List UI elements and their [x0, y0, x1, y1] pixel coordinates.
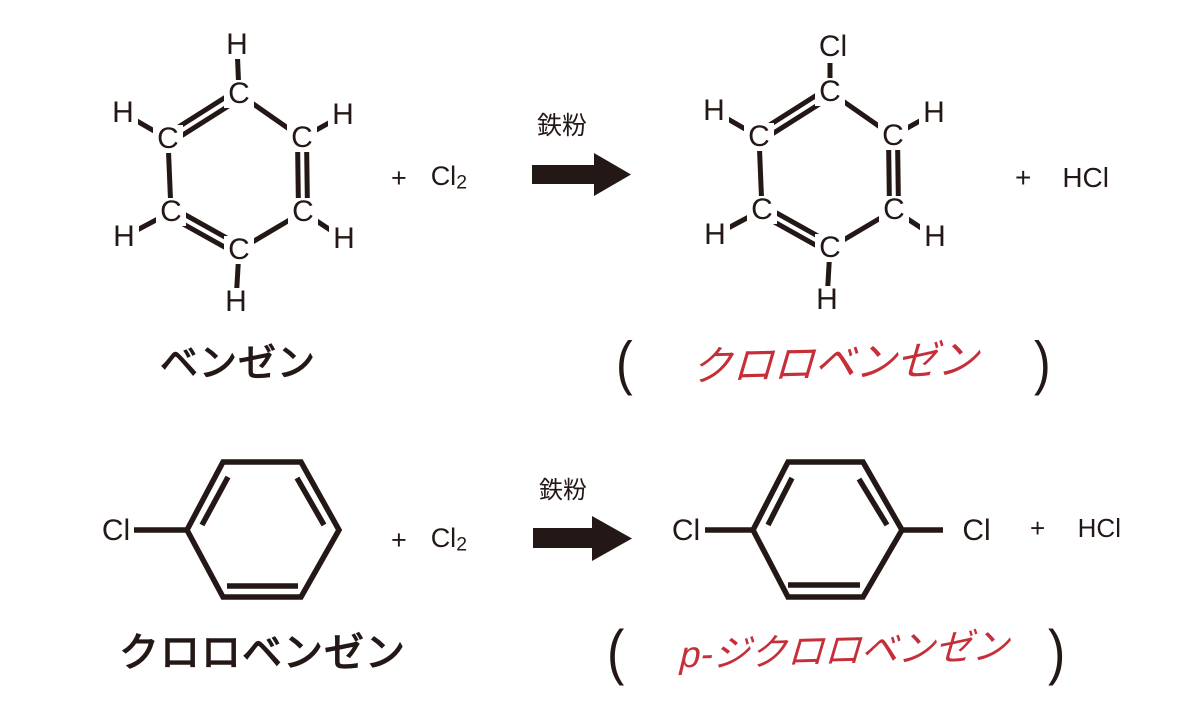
- carbon-label: C: [744, 122, 774, 152]
- hydrogen-label: H: [812, 285, 842, 315]
- plus-hcl-box: + HCl: [1020, 512, 1133, 544]
- reactant-name-benzene: ベンゼン: [159, 343, 316, 385]
- close-paren: ): [1034, 329, 1051, 397]
- carbon-label: C: [815, 77, 845, 107]
- carbon-label: C: [288, 197, 318, 227]
- plus-sign: +: [391, 162, 407, 193]
- p-dichlorobenzene-skeletal-ring: [705, 459, 943, 600]
- hydrogen-label: H: [222, 30, 252, 60]
- plus-hcl-box: + HCl: [1005, 160, 1121, 196]
- plus-cl2-box: + Cl2: [383, 161, 477, 195]
- hydrogen-label: H: [109, 222, 139, 252]
- carbon-label: C: [224, 235, 254, 265]
- plus-cl2-box: + Cl2: [383, 521, 477, 559]
- cl2-subscript: 2: [456, 533, 467, 556]
- chlorine-label: Cl: [958, 513, 995, 548]
- hydrogen-label: H: [221, 287, 251, 317]
- open-paren: (: [616, 329, 633, 397]
- plus-sign: +: [1030, 512, 1046, 543]
- reaction-arrow-top: [532, 153, 631, 196]
- cl2-subscript: 2: [456, 171, 467, 194]
- carbon-label: C: [815, 233, 845, 263]
- cl2-base: Cl: [430, 523, 457, 554]
- hydrogen-label: H: [919, 98, 949, 128]
- hydrogen-label: H: [920, 222, 950, 252]
- product-name-handwritten-chlorobenzene: クロロベンゼン: [690, 336, 980, 390]
- close-paren: ): [1048, 618, 1066, 688]
- carbon-label: C: [156, 197, 186, 227]
- hydrogen-label: H: [108, 98, 138, 128]
- hydrogen-label: H: [328, 100, 358, 130]
- carbon-label: C: [224, 79, 254, 109]
- hcl-formula: HCl: [1062, 162, 1109, 193]
- chlorine-label: Cl: [787, 31, 879, 63]
- product-name-handwritten-p-dichlorobenzene: p-ジクロロベンゼン: [679, 625, 1010, 676]
- plus-sign: +: [391, 524, 407, 555]
- hcl-formula: HCl: [1077, 512, 1121, 543]
- chlorine-label: Cl: [668, 513, 704, 548]
- reaction-arrow-bottom: [533, 516, 632, 561]
- open-paren: (: [607, 618, 625, 688]
- reactant-name-chlorobenzene: クロロベンゼン: [119, 631, 406, 675]
- carbon-label: C: [287, 123, 317, 153]
- carbon-label: C: [878, 121, 908, 151]
- hydrogen-label: H: [329, 224, 359, 254]
- chlorobenzene-skeletal-ring: [133, 459, 343, 600]
- cl2-formula: Cl2: [431, 161, 467, 194]
- catalyst-label: 鉄粉: [528, 472, 598, 504]
- hydrogen-label: H: [699, 96, 729, 126]
- carbon-label: C: [879, 195, 909, 225]
- cl2-formula: Cl2: [431, 523, 467, 556]
- carbon-label: C: [747, 195, 777, 225]
- plus-sign: +: [1015, 162, 1032, 193]
- cl2-base: Cl: [430, 161, 457, 192]
- catalyst-label: 鉄粉: [527, 107, 597, 140]
- carbon-label: C: [153, 124, 183, 154]
- chlorine-label: Cl: [98, 513, 134, 548]
- hydrogen-label: H: [700, 220, 730, 250]
